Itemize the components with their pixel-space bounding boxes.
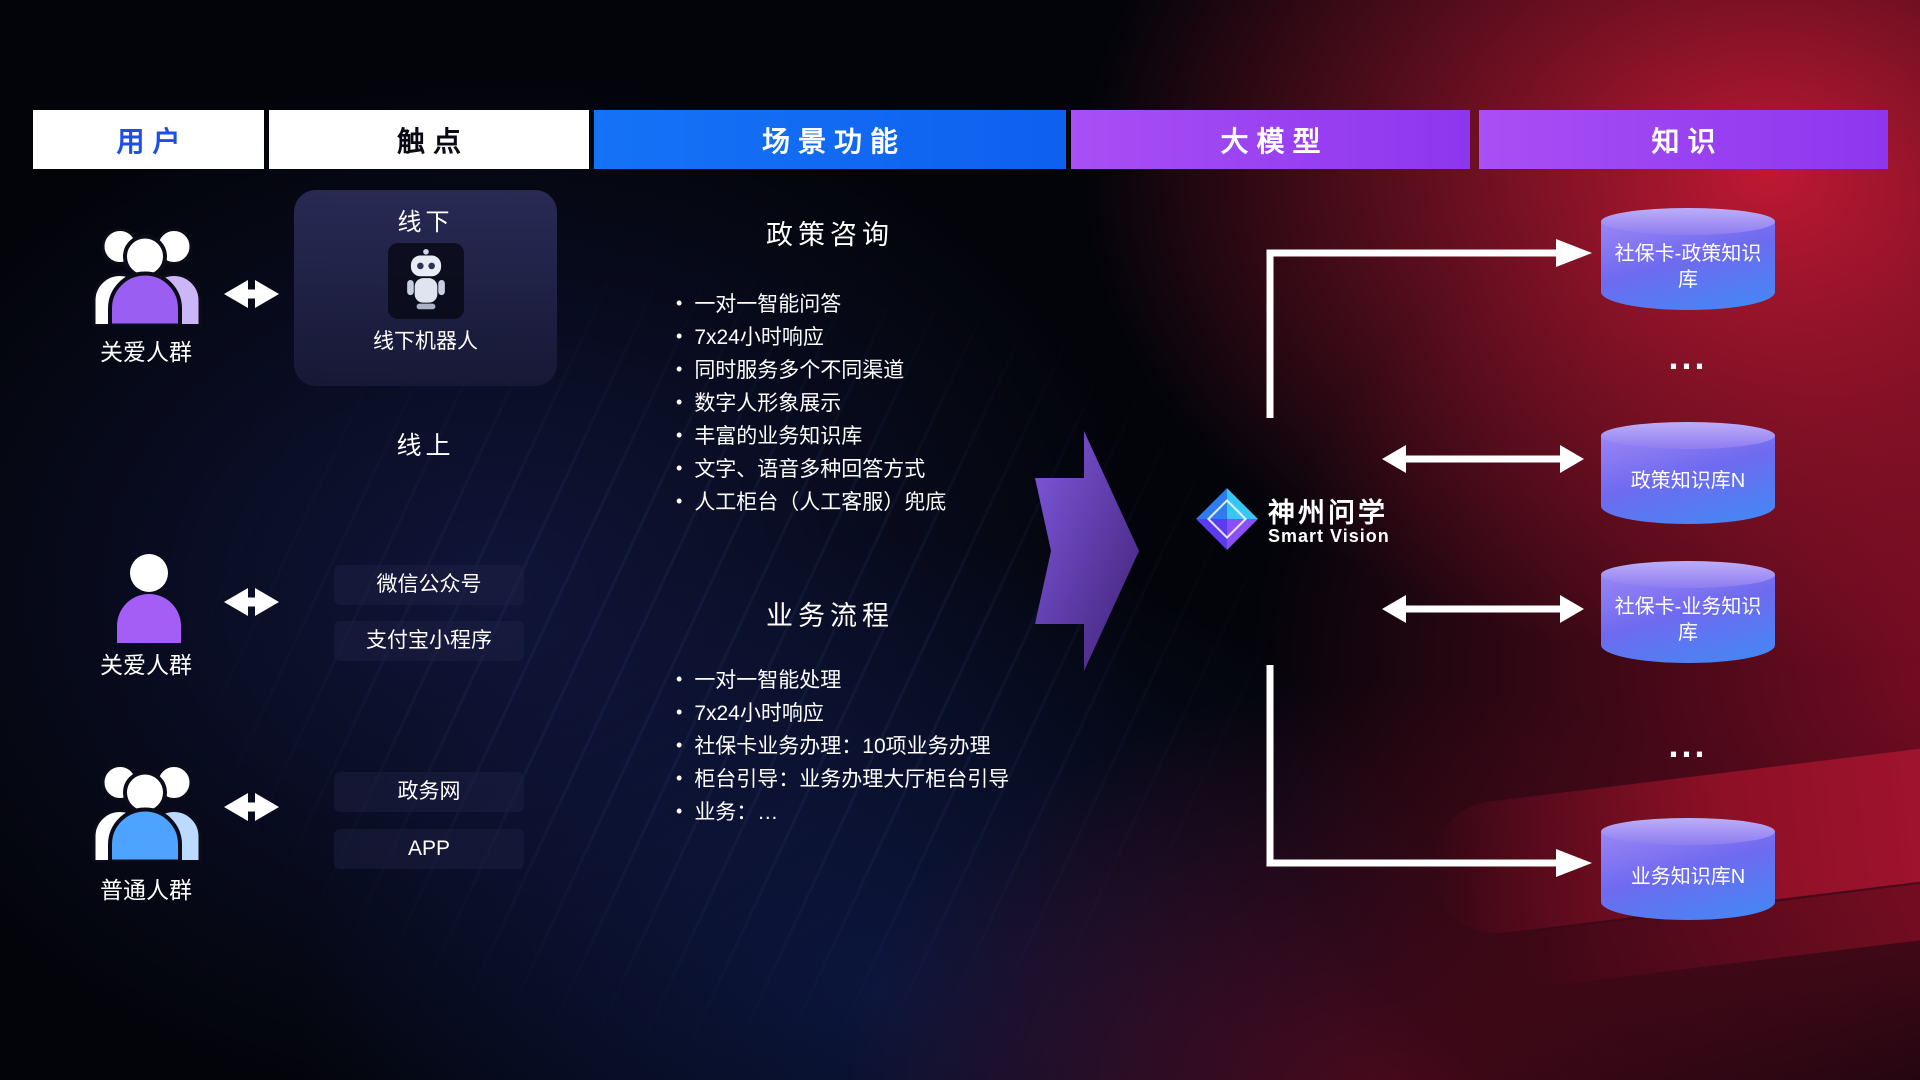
knowledge-db-policy-social-card: 社保卡-政策知识库 bbox=[1601, 208, 1775, 310]
scene-title-policy: 政策咨询 bbox=[766, 220, 894, 250]
scene-bullet: 7x24小时响应 bbox=[676, 697, 1009, 730]
user-group-blue-icon bbox=[82, 756, 212, 862]
scene-bullet: 7x24小时响应 bbox=[676, 321, 946, 354]
knowledge-db-policy-n: 政策知识库N bbox=[1601, 422, 1775, 524]
offline-touchpoint-card: 线下 线下机器人 bbox=[294, 190, 557, 386]
scene-bullet: 文字、语音多种回答方式 bbox=[676, 453, 946, 486]
offline-title: 线下 bbox=[397, 209, 454, 236]
scene-bullet: 业务：… bbox=[676, 796, 1009, 829]
scene-bullet: 社保卡业务办理：10项业务办理 bbox=[676, 730, 1009, 763]
db-cylinder-top bbox=[1601, 208, 1775, 235]
user-group-purple-icon bbox=[82, 220, 212, 326]
db-cylinder-body bbox=[1601, 221, 1775, 310]
user-group-3-label: 普通人群 bbox=[100, 877, 192, 903]
db-label: 社保卡-业务知识库 bbox=[1614, 596, 1762, 644]
robot-icon bbox=[401, 248, 451, 314]
scene-bullet: 人工柜台（人工客服）兜底 bbox=[676, 486, 946, 519]
model-subtitle: Smart Vision bbox=[1268, 526, 1390, 546]
smart-vision-logo-icon bbox=[1194, 486, 1260, 552]
column-header-users: 用户 bbox=[33, 110, 264, 169]
channel-gov-web: 政务网 bbox=[334, 772, 524, 812]
scene-policy-list: 一对一智能问答 7x24小时响应 同时服务多个不同渠道 数字人形象展示 丰富的业… bbox=[676, 288, 946, 519]
channel-app: APP bbox=[334, 829, 524, 869]
user-group-1-label: 关爱人群 bbox=[100, 339, 192, 365]
channel-alipay: 支付宝小程序 bbox=[334, 621, 524, 661]
db-cylinder-top bbox=[1601, 818, 1775, 845]
scene-bullet: 丰富的业务知识库 bbox=[676, 420, 946, 453]
robot-icon-box bbox=[387, 243, 464, 319]
knowledge-ellipsis-1: ... bbox=[1668, 336, 1708, 377]
flow-arrow-icon bbox=[1030, 425, 1145, 677]
offline-robot-label: 线下机器人 bbox=[373, 330, 478, 353]
scene-title-business: 业务流程 bbox=[766, 601, 894, 631]
knowledge-db-business-social-card: 社保卡-业务知识库 bbox=[1601, 561, 1775, 663]
knowledge-db-business-n: 业务知识库N bbox=[1601, 818, 1775, 920]
db-label: 政策知识库N bbox=[1630, 470, 1746, 492]
db-cylinder-body bbox=[1601, 831, 1775, 920]
column-header-knowledge: 知识 bbox=[1479, 110, 1888, 169]
scene-bullet: 一对一智能问答 bbox=[676, 288, 946, 321]
column-header-model: 大模型 bbox=[1071, 110, 1470, 169]
scene-bullet: 数字人形象展示 bbox=[676, 387, 946, 420]
db-cylinder-top bbox=[1601, 422, 1775, 449]
knowledge-ellipsis-2: ... bbox=[1668, 724, 1708, 765]
scene-bullet: 同时服务多个不同渠道 bbox=[676, 354, 946, 387]
column-header-scenes: 场景功能 bbox=[594, 110, 1066, 169]
column-header-touchpoints: 触点 bbox=[269, 110, 589, 169]
user-single-label: 关爱人群 bbox=[100, 652, 192, 678]
user-single-purple-icon bbox=[111, 551, 187, 643]
scene-bullet: 一对一智能处理 bbox=[676, 664, 1009, 697]
db-cylinder-top bbox=[1601, 561, 1775, 588]
scene-bullet: 柜台引导：业务办理大厅柜台引导 bbox=[676, 763, 1009, 796]
model-name: 神州问学 bbox=[1268, 498, 1388, 528]
db-cylinder-body bbox=[1601, 435, 1775, 524]
scene-business-list: 一对一智能处理 7x24小时响应 社保卡业务办理：10项业务办理 柜台引导：业务… bbox=[676, 664, 1009, 829]
db-label: 业务知识库N bbox=[1630, 866, 1746, 888]
channel-wechat: 微信公众号 bbox=[334, 565, 524, 605]
diagonal-streaks-decoration bbox=[0, 230, 1340, 1080]
online-title: 线上 bbox=[396, 432, 455, 460]
db-cylinder-body bbox=[1601, 574, 1775, 663]
db-label: 社保卡-政策知识库 bbox=[1614, 243, 1762, 291]
